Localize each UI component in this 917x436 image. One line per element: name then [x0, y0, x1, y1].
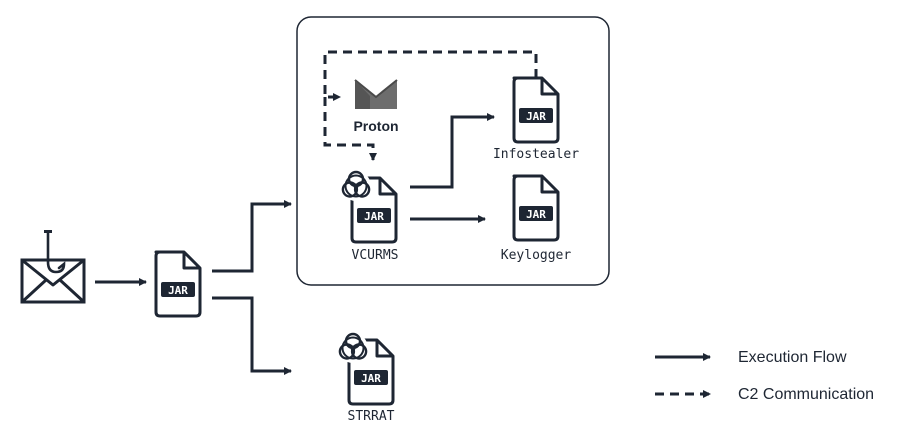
- proton-label: Proton: [353, 118, 398, 134]
- strrat-label: STRRAT: [348, 409, 395, 424]
- dropper-jar-file-icon: JAR: [154, 250, 202, 318]
- phishing-email-icon: [20, 230, 86, 304]
- proton-logo: Proton: [353, 79, 399, 134]
- c2-path-infostealer-to-proton: [323, 50, 538, 101]
- vcurms-label: VCURMS: [352, 248, 399, 263]
- keylogger-label: Keylogger: [501, 248, 572, 263]
- vcurms-malware-node: JAR VCURMS: [341, 170, 399, 263]
- arrow-dropper-to-vcurms: [212, 200, 292, 273]
- strrat-jar-badge: JAR: [361, 372, 381, 385]
- dropper-jar-badge: JAR: [168, 284, 188, 297]
- infostealer-label: Infostealer: [493, 147, 579, 162]
- legend-execution-flow: Execution Flow: [738, 349, 847, 366]
- vcurms-jar-badge: JAR: [364, 210, 384, 223]
- arrow-dropper-to-strrat: [212, 296, 292, 375]
- arrow-vcurms-to-infostealer: [410, 113, 495, 189]
- legend-c2-communication: C2 Communication: [738, 386, 874, 403]
- biohazard-icon: [338, 332, 368, 363]
- c2-path-proton-to-vcurms: [323, 97, 377, 161]
- legend: Execution Flow C2 Communication: [655, 349, 874, 403]
- biohazard-icon: [341, 170, 371, 201]
- infostealer-node: JAR Infostealer: [493, 76, 579, 162]
- vcurms-container: [296, 16, 610, 286]
- infostealer-jar-badge: JAR: [526, 110, 546, 123]
- strrat-malware-node: JAR STRRAT: [338, 332, 395, 424]
- keylogger-node: JAR Keylogger: [501, 174, 572, 263]
- keylogger-jar-badge: JAR: [526, 208, 546, 221]
